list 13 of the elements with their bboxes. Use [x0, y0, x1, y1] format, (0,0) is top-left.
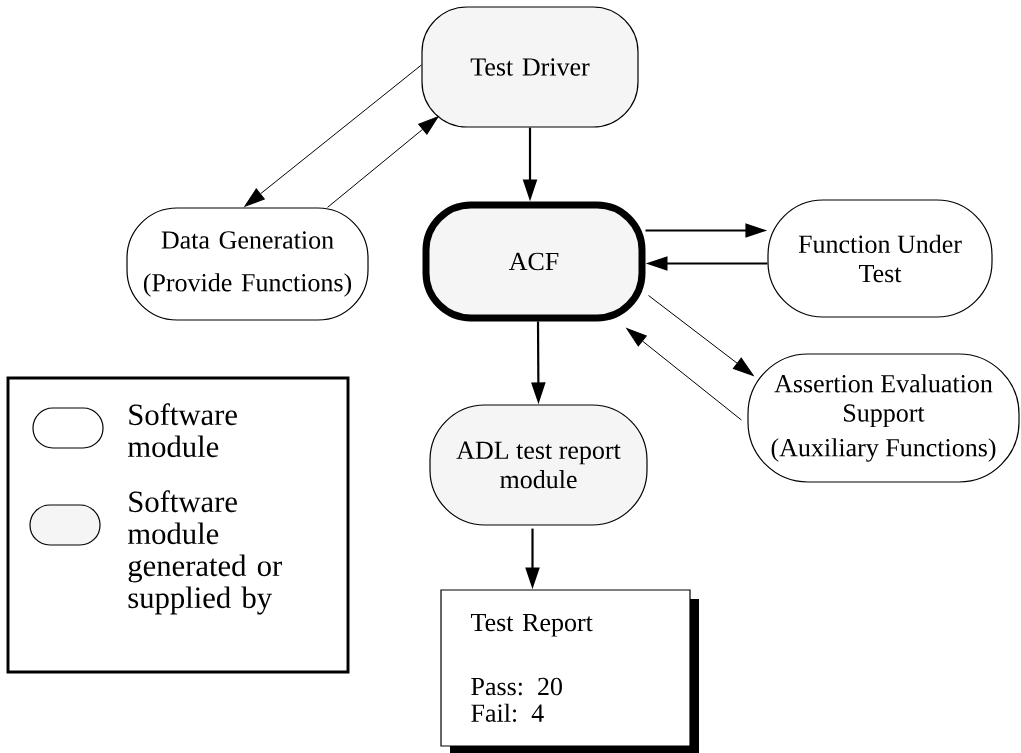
legend-text: Software module: [127, 403, 237, 458]
module-box: Test Driver: [421, 6, 639, 128]
arrow: [648, 295, 754, 376]
report-box: Test Report Pass: 20 Fail: 4: [440, 589, 699, 753]
arrow: [327, 116, 439, 208]
arrow: [626, 328, 742, 421]
module-box: Data Generation (Provide Functions): [126, 207, 369, 321]
module-box: Assertion Evaluation Support (Auxiliary Functions): [747, 353, 1020, 483]
arrow: [244, 64, 422, 207]
module-box: ADL test report module: [429, 404, 648, 526]
module-box: ACF: [422, 201, 646, 322]
module-box: Function Under Test: [767, 199, 993, 318]
legend-text: Software module generated or supplied by: [127, 490, 282, 615]
